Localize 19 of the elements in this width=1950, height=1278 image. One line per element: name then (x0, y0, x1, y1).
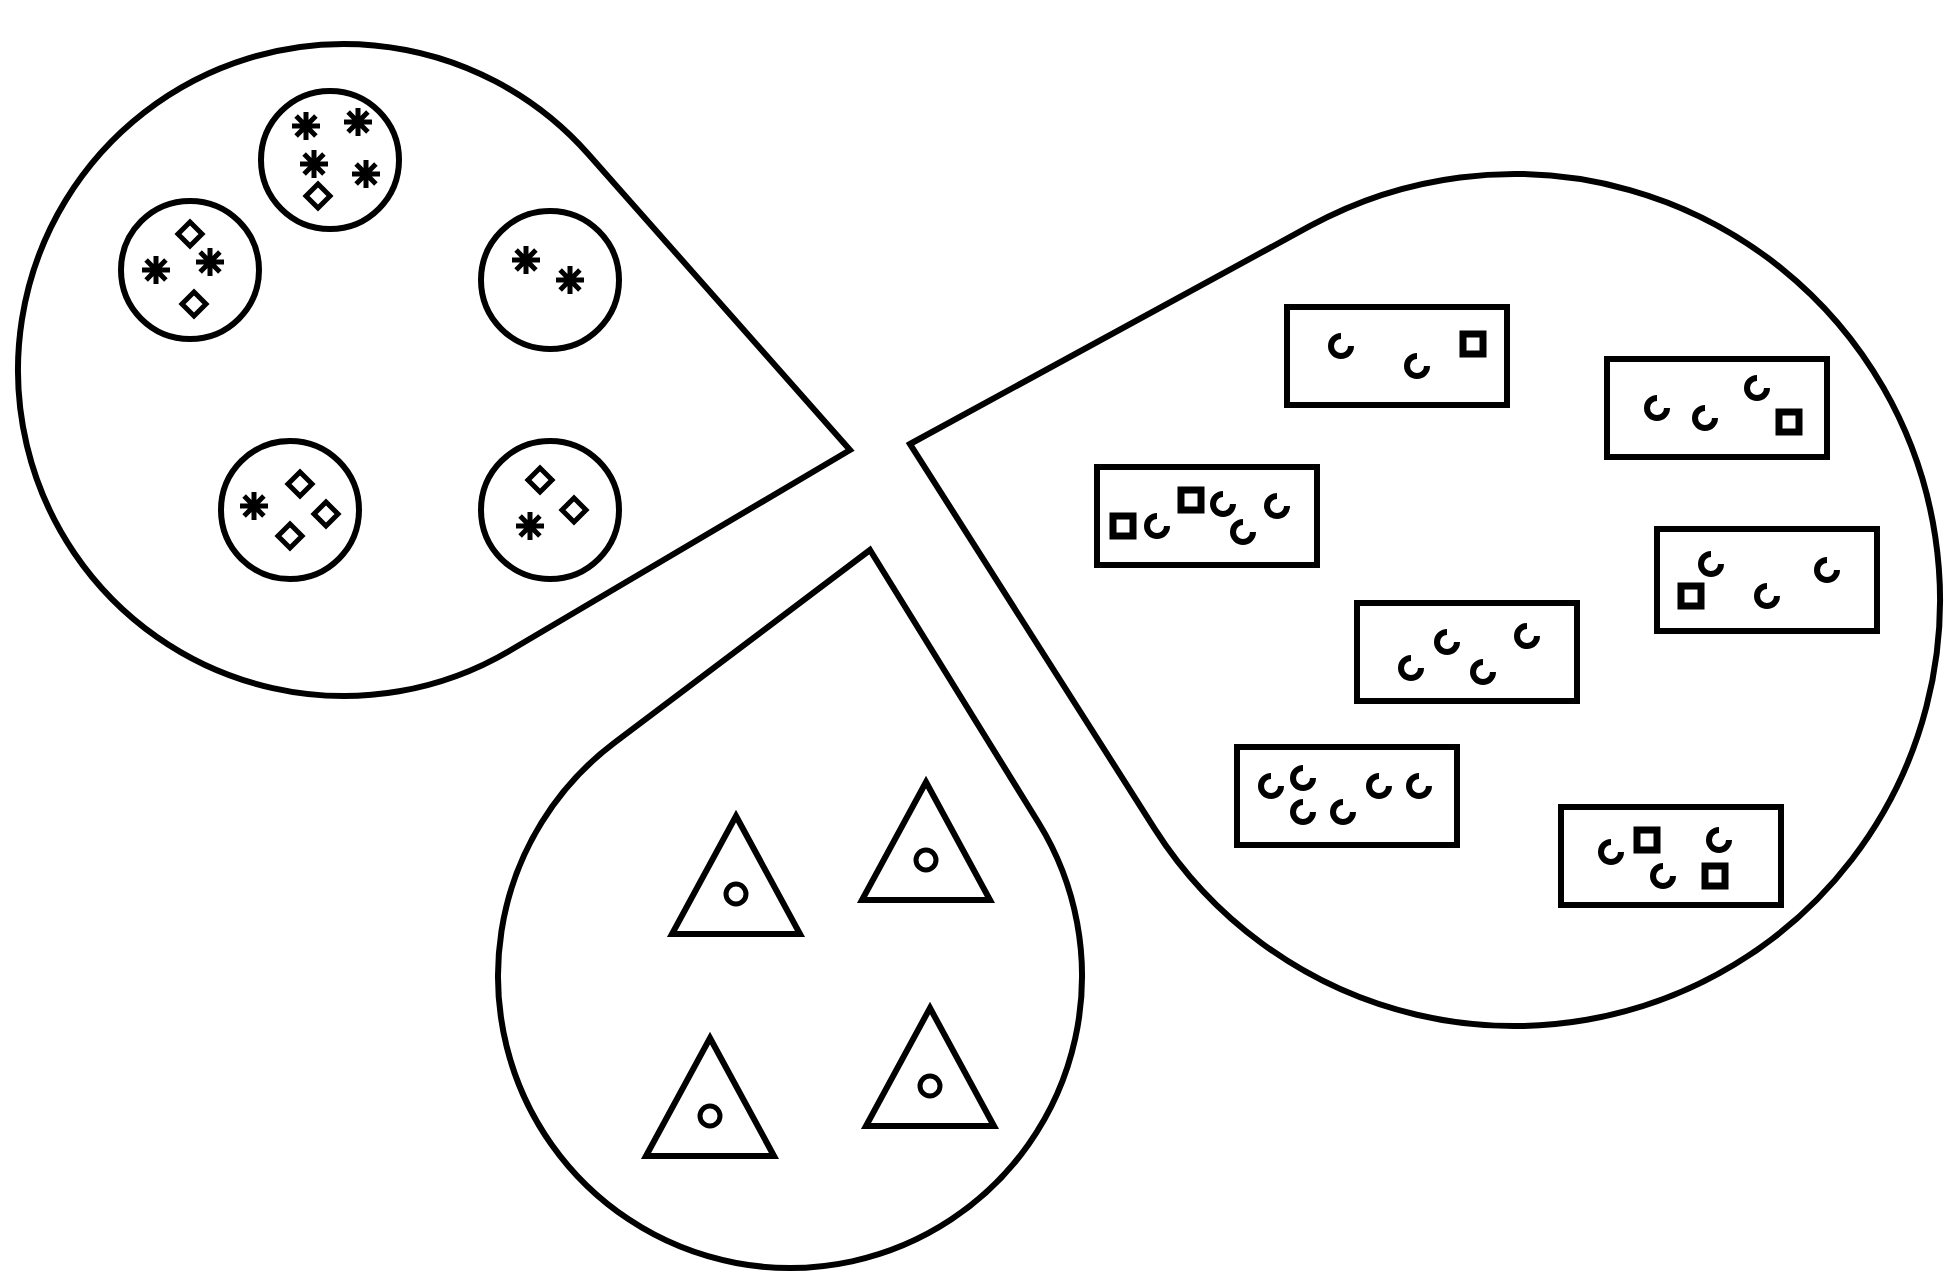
rectangle-cell (1653, 526, 1879, 634)
teardrop-region (910, 174, 1940, 1026)
triangle-cell (860, 1002, 1000, 1130)
circle-cell (118, 198, 262, 342)
rectangle-cell (1093, 464, 1319, 568)
rectangle-cell (1283, 304, 1509, 408)
rectangle-cell (1233, 744, 1459, 848)
teardrop-region (18, 44, 850, 696)
circle-cell (478, 208, 622, 352)
triangle-cell (640, 1032, 780, 1160)
circle-cell (218, 438, 362, 582)
teardrop-region (498, 550, 1082, 1268)
circle-cell (258, 88, 402, 232)
circle-cell (478, 438, 622, 582)
rectangle-cell (1353, 600, 1579, 704)
triangle-cell (856, 776, 996, 904)
rectangle-cell (1557, 804, 1783, 908)
triangle-cell (666, 810, 806, 938)
rectangle-cell (1603, 356, 1829, 460)
